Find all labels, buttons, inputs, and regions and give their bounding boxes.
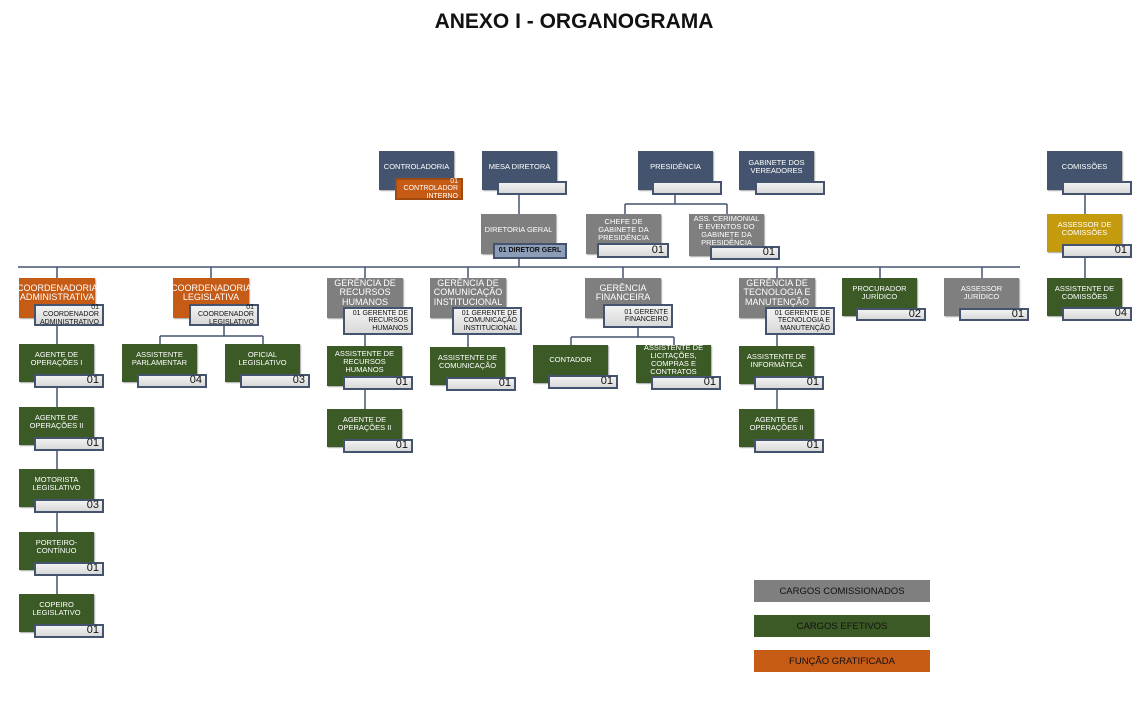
position-count-ass-com: 01 — [446, 377, 516, 391]
org-box-title: AGENTE DE OPERAÇÕES II — [29, 413, 84, 430]
position-count-presidencia — [652, 181, 722, 195]
position-count-chefe: 01 — [597, 243, 669, 258]
org-box-title: ASSISTENTE DE RECURSOS HUMANOS — [334, 349, 395, 374]
position-count-ass-parl: 04 — [137, 374, 207, 388]
org-box-title: CONTROLADORIA — [383, 161, 450, 171]
legend-funcao-gratificada: FUNÇÃO GRATIFICADA — [754, 650, 930, 672]
position-count-ger-com: 01 GERENTE DE COMUNICAÇÃO INSTITUCIONAL — [452, 307, 522, 335]
org-box-title: AGENTE DE OPERAÇÕES II — [749, 415, 804, 432]
position-count-ger-rh: 01 GERENTE DE RECURSOS HUMANOS — [343, 307, 413, 335]
org-box-title: GERÊNCIA DE TECNOLOGIA E MANUTENÇÃO — [743, 277, 811, 307]
org-box-title: PORTEIRO-CONTÍNUO — [35, 538, 78, 555]
position-count-copeiro: 01 — [34, 624, 104, 638]
org-box-title: CHEFE DE GABINETE DA PRESIDÊNCIA — [598, 217, 649, 242]
org-box-title: DIRETORIA GERAL — [484, 225, 553, 235]
position-count-coord-leg: 01 COORDENADOR LEGISLATIVO — [189, 304, 259, 326]
org-box-title: MESA DIRETORA — [488, 161, 551, 171]
position-count-ger-tec: 01 GERENTE DE TECNOLOGIA E MANUTENÇÃO — [765, 307, 835, 335]
position-count-assistente-comissoes: 04 — [1062, 307, 1132, 321]
org-box-title: AGENTE DE OPERAÇÕES I — [30, 350, 83, 367]
position-count-porteiro: 01 — [34, 562, 104, 576]
org-box-title: COORDENADORIA LEGISLATIVA — [171, 282, 252, 302]
org-box-title: OFICIAL LEGISLATIVO — [238, 350, 287, 367]
org-box-title: COPEIRO LEGISLATIVO — [32, 600, 81, 617]
position-count-agente-op2: 01 — [34, 437, 104, 451]
position-count-contador: 01 — [548, 375, 618, 389]
org-box-title: ASSISTENTE DE COMISSÕES — [1054, 284, 1115, 301]
org-box-title: PROCURADOR JURÍDICO — [852, 284, 907, 301]
org-box-title: GABINETE DOS VEREADORES — [748, 157, 805, 175]
position-count-ass-inf: 01 — [754, 376, 824, 390]
position-count-diretoria: 01 DIRETOR GERL — [493, 243, 567, 259]
org-box-title: AGENTE DE OPERAÇÕES II — [337, 415, 392, 432]
org-box-title: GERÊNCIA DE COMUNICAÇÃO INSTITUCIONAL — [433, 277, 503, 307]
position-count-controladoria: 01 CONTROLADOR INTERNO — [395, 178, 463, 200]
position-count-ger-fin: 01 GERENTE FINANCEIRO — [603, 304, 673, 328]
org-box-title: GERÊNCIA DE RECURSOS HUMANOS — [334, 277, 396, 307]
position-count-agente-op2-tec: 01 — [754, 439, 824, 453]
org-box-title: COMISSÕES — [1061, 161, 1108, 171]
position-count-procurador: 02 — [856, 308, 926, 321]
position-count-motorista: 03 — [34, 499, 104, 513]
position-count-agente-op2-rh: 01 — [343, 439, 413, 453]
position-count-gabinete — [755, 181, 825, 195]
org-box-title: GERÊNCIA FINANCEIRA — [595, 282, 651, 302]
org-box-title: PRESIDÊNCIA — [650, 161, 701, 171]
legend-cargos-efetivos: CARGOS EFETIVOS — [754, 615, 930, 637]
org-box-title: CONTADOR — [549, 355, 592, 365]
position-count-mesa — [497, 181, 567, 195]
org-box-title: ASSISTENTE DE INFORMÁTICA — [746, 352, 807, 369]
position-count-oficial-leg: 03 — [240, 374, 310, 388]
position-count-agente-op1: 01 — [34, 374, 104, 388]
position-count-assessor-jur: 01 — [959, 308, 1029, 321]
position-count-assessor-comissoes: 01 — [1062, 244, 1132, 258]
org-box-title: ASSISTENTE DE COMUNICAÇÃO — [437, 353, 498, 370]
org-box-title: MOTORISTA LEGISLATIVO — [32, 475, 81, 492]
position-count-cerimonial: 01 — [710, 246, 780, 260]
org-box-title: COORDENADORIA ADMINISTRATIVA — [17, 282, 98, 302]
org-box-title: ASSISTENTE PARLAMENTAR — [131, 350, 188, 367]
legend-cargos-comissionados: CARGOS COMISSIONADOS — [754, 580, 930, 602]
org-box-title: ASS. CERIMONIAL E EVENTOS DO GABINETE DA… — [693, 214, 760, 247]
position-count-ass-rh: 01 — [343, 376, 413, 390]
page-title: ANEXO I - ORGANOGRAMA — [434, 10, 714, 33]
position-count-ass-lic: 01 — [651, 376, 721, 390]
org-box-title: ASSESSOR JURÍDICO — [960, 284, 1003, 301]
org-box-title: ASSESSOR DE COMISSÕES — [1057, 220, 1112, 237]
position-count-coord-adm: 01 COORDENADOR ADMINISTRATIVO — [34, 304, 104, 326]
position-count-comissoes — [1062, 181, 1132, 195]
org-box-title: ASSISTENTE DE LICITAÇÕES, COMPRAS E CONT… — [643, 343, 704, 376]
